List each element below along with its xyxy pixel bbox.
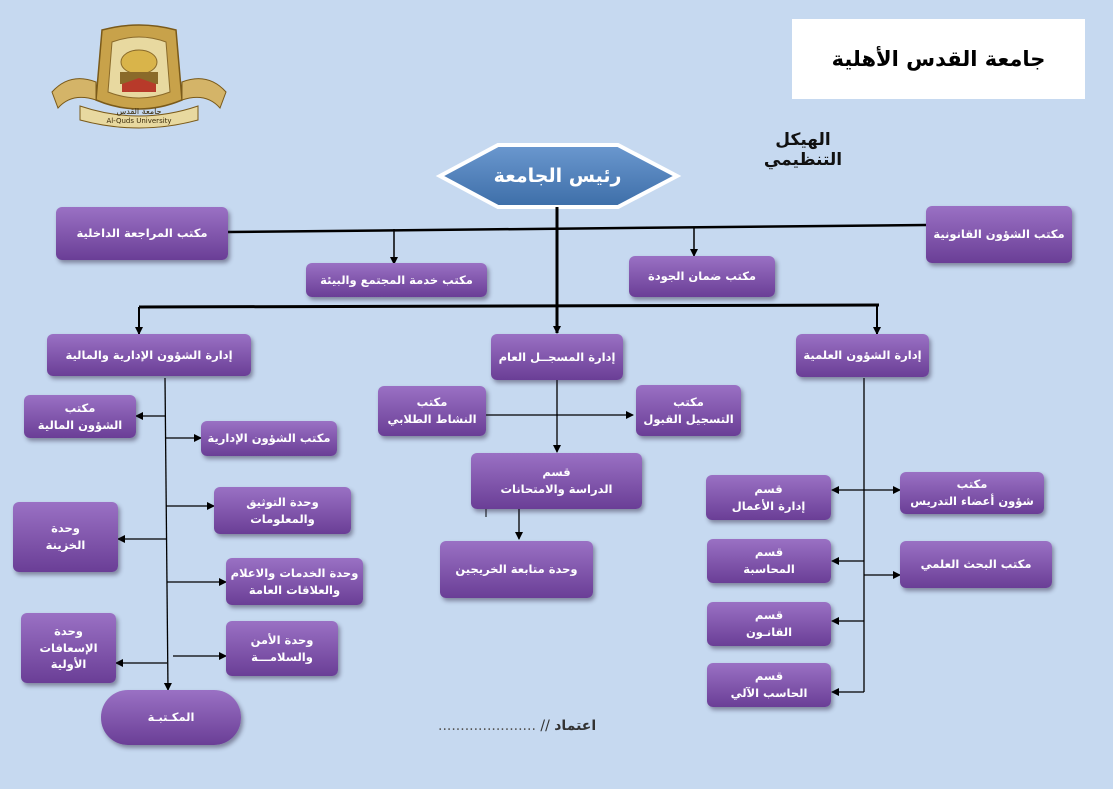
quality-assurance-office: مكتب ضمان الجودة: [629, 256, 775, 297]
scientific-research-office: مكتب البحث العلمي: [900, 541, 1052, 588]
alumni-label: وحدة متابعة الخريجين: [455, 562, 578, 577]
financial-affairs-line1: مكتب: [64, 400, 96, 415]
services-media-line1: وحدة الخدمات والاعلام: [230, 565, 359, 580]
student-activity-line1: مكتب: [416, 395, 448, 410]
law-dept: قسم القانـون: [707, 602, 831, 646]
library: المكـتبـة: [101, 690, 241, 745]
legal-affairs-label: مكتب الشؤون القانونية: [933, 227, 1065, 242]
community-service-office: مكتب خدمة المجتمع والبيئة: [306, 263, 487, 297]
treasury-unit: وحدة الخزينة: [13, 502, 118, 572]
alumni-unit: وحدة متابعة الخريجين: [440, 541, 593, 598]
admission-line1: مكتب: [673, 394, 704, 409]
accounting-line2: المحاسبة: [743, 562, 795, 576]
approval-line: اعتماد // ......................: [438, 718, 608, 734]
computer-dept: قسم الحاسب الآلي: [707, 663, 831, 707]
first-aid-line1: وحدة: [54, 623, 83, 638]
business-admin-dept: قسم إدارة الأعمال: [706, 475, 831, 520]
legal-affairs-office: مكتب الشؤون القانونية: [926, 206, 1072, 263]
studies-exams-line1: قسم: [542, 465, 571, 480]
admin-finance-dept: إدارة الشؤون الإدارية والمالية: [47, 334, 251, 376]
internal-audit-office: مكتب المراجعة الداخلية: [56, 207, 228, 260]
logo-en-text: Al-Quds University: [106, 117, 171, 125]
community-service-label: مكتب خدمة المجتمع والبيئة: [320, 272, 473, 287]
faculty-affairs-office: مكتب شؤون أعضاء التدريس: [900, 472, 1044, 514]
accounting-line1: قسم: [754, 545, 784, 560]
services-media-unit: وحدة الخدمات والاعلام والعلاقات العامة: [226, 558, 363, 605]
approval-separator: //: [540, 718, 550, 734]
computer-line1: قسم: [754, 669, 784, 684]
treasury-line2: الخزينة: [45, 538, 86, 552]
university-name-box: جامعة القدس الأهلية: [792, 19, 1085, 99]
first-aid-line2: الإسعافات: [39, 640, 98, 655]
quality-assurance-label: مكتب ضمان الجودة: [647, 269, 757, 284]
documentation-line2: والمعلومات: [250, 511, 315, 526]
computer-line2: الحاسب الآلي: [730, 686, 808, 700]
law-line1: قسم: [754, 608, 784, 623]
library-label: المكـتبـة: [147, 710, 195, 725]
president-label: رئيس الجامعة: [493, 165, 622, 187]
academic-affairs-dept: إدارة الشؤون العلمية: [796, 334, 929, 377]
chart-heading: الهيكل التنظيمي: [763, 130, 843, 170]
documentation-unit: وحدة التوثيق والمعلومات: [214, 487, 351, 534]
security-safety-unit: وحدة الأمن والسلامـــة: [226, 621, 338, 676]
faculty-affairs-line2: شؤون أعضاء التدريس: [910, 494, 1034, 508]
administrative-affairs-office: مكتب الشؤون الإدارية: [201, 421, 337, 456]
registrar-dept: إدارة المسجــل العام: [491, 334, 623, 380]
business-admin-line1: قسم: [754, 481, 783, 496]
financial-affairs-line2: الشؤون المالية: [37, 417, 123, 432]
approval-dots: ......................: [438, 718, 536, 734]
studies-exams-line2: الدراسة والامتحانات: [500, 482, 613, 496]
president-shape: [435, 143, 682, 209]
first-aid-line3: الأولية: [50, 657, 87, 672]
faculty-affairs-line1: مكتب: [956, 477, 988, 492]
university-name: جامعة القدس الأهلية: [831, 47, 1046, 71]
financial-affairs-office: مكتب الشؤون المالية: [24, 395, 136, 438]
accounting-dept: قسم المحاسبة: [707, 539, 831, 583]
law-line2: القانـون: [745, 625, 793, 639]
student-activity-line2: النشاط الطلابي: [387, 412, 477, 426]
documentation-line1: وحدة التوثيق: [246, 494, 319, 509]
security-safety-line1: وحدة الأمن: [250, 632, 314, 647]
studies-exams-dept: قسم الدراسة والامتحانات: [471, 453, 642, 509]
business-admin-line2: إدارة الأعمال: [731, 498, 806, 513]
admin-finance-title: إدارة الشؤون الإدارية والمالية: [65, 347, 233, 362]
student-activity-office: مكتب النشاط الطلابي: [378, 386, 486, 436]
treasury-line1: وحدة: [51, 521, 80, 536]
security-safety-line2: والسلامـــة: [251, 649, 313, 664]
registrar-title: إدارة المسجــل العام: [498, 349, 616, 364]
admission-line2: التسجيل القبول: [643, 411, 734, 426]
internal-audit-label: مكتب المراجعة الداخلية: [76, 226, 208, 241]
scientific-research-label: مكتب البحث العلمي: [920, 557, 1032, 572]
university-logo: جامعة القدس Al-Quds University: [51, 24, 227, 129]
president-box: رئيس الجامعة: [440, 145, 675, 207]
administrative-affairs-label: مكتب الشؤون الإدارية: [207, 431, 331, 446]
logo-ar-text: جامعة القدس: [116, 107, 161, 116]
academic-title: إدارة الشؤون العلمية: [803, 348, 922, 363]
first-aid-unit: وحدة الإسعافات الأولية: [21, 613, 116, 683]
services-media-line2: والعلاقات العامة: [248, 582, 341, 597]
admission-office: مكتب التسجيل القبول: [636, 385, 741, 436]
approval-label: اعتماد: [554, 718, 597, 734]
